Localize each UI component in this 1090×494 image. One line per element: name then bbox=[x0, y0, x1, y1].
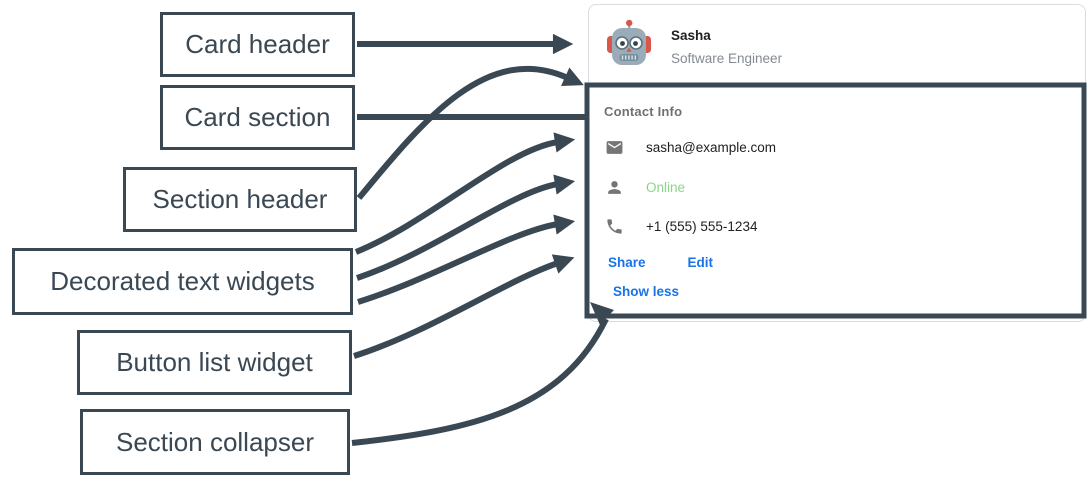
arrow-button-list bbox=[353, 254, 575, 359]
arrow-decorated-text-1 bbox=[354, 132, 576, 255]
arrow-decorated-text-2 bbox=[356, 174, 576, 281]
phone-icon bbox=[605, 217, 624, 236]
label-section-collapser: Section collapser bbox=[80, 409, 350, 475]
card-title: Sasha bbox=[671, 28, 711, 43]
button-list: Share Edit bbox=[608, 255, 713, 270]
phone-text: +1 (555) 555-1234 bbox=[646, 218, 758, 234]
share-button[interactable]: Share bbox=[608, 255, 646, 270]
show-less-button[interactable]: Show less bbox=[613, 284, 680, 299]
label-section-collapser-text: Section collapser bbox=[116, 426, 314, 457]
label-decorated-text-widgets: Decorated text widgets bbox=[12, 248, 353, 315]
label-card-header-text: Card header bbox=[185, 29, 330, 59]
label-card-header: Card header bbox=[160, 12, 355, 77]
edit-button[interactable]: Edit bbox=[687, 255, 714, 270]
label-card-section-text: Card section bbox=[184, 102, 331, 132]
label-card-section: Card section bbox=[160, 85, 355, 150]
label-button-list-widget-text: Button list widget bbox=[116, 347, 313, 377]
arrow-section-header bbox=[356, 65, 584, 200]
label-section-header: Section header bbox=[123, 167, 357, 232]
robot-avatar bbox=[607, 19, 651, 67]
email-icon bbox=[605, 138, 624, 157]
decorated-text-status: Online bbox=[605, 176, 685, 198]
label-button-list-widget: Button list widget bbox=[77, 330, 352, 395]
label-decorated-text-widgets-text: Decorated text widgets bbox=[50, 266, 315, 296]
label-section-header-text: Section header bbox=[152, 184, 328, 214]
email-text: sasha@example.com bbox=[646, 139, 777, 155]
decorated-text-email: sasha@example.com bbox=[605, 136, 776, 158]
arrow-decorated-text-3 bbox=[357, 214, 576, 305]
status-text: Online bbox=[646, 179, 686, 195]
person-icon bbox=[605, 178, 624, 197]
section-header-title: Contact Info bbox=[604, 104, 683, 119]
contact-card: Sasha Software Engineer Contact Info sas… bbox=[588, 4, 1086, 322]
decorated-text-phone: +1 (555) 555-1234 bbox=[605, 215, 757, 237]
arrow-section-collapser bbox=[351, 317, 609, 446]
card-subtitle: Software Engineer bbox=[671, 51, 783, 66]
